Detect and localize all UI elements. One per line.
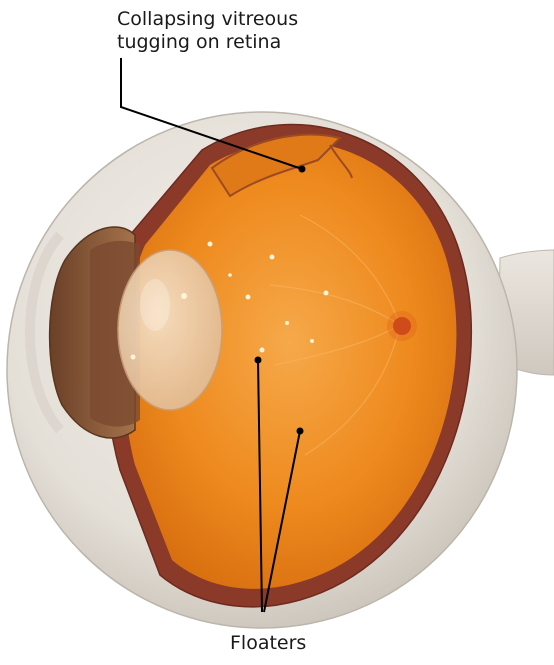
vitreous-label-line-1: Collapsing vitreous <box>117 8 298 31</box>
vitreous-pointer-dot <box>299 166 306 173</box>
vitreous-label-line-2: tugging on retina <box>117 31 298 54</box>
floater <box>310 339 314 343</box>
floater-pointer-dot <box>297 428 304 435</box>
floater-pointer-dot <box>255 357 262 364</box>
floater <box>285 321 289 325</box>
floater <box>246 295 251 300</box>
floater <box>228 273 232 277</box>
floater <box>131 355 136 360</box>
floater <box>270 255 275 260</box>
vitreous-label: Collapsing vitreous tugging on retina <box>117 8 298 54</box>
floaters-label: Floaters <box>230 632 306 655</box>
floater <box>260 348 265 353</box>
floater <box>181 293 187 299</box>
floater <box>208 242 213 247</box>
lens <box>118 250 222 410</box>
floater <box>324 291 329 296</box>
